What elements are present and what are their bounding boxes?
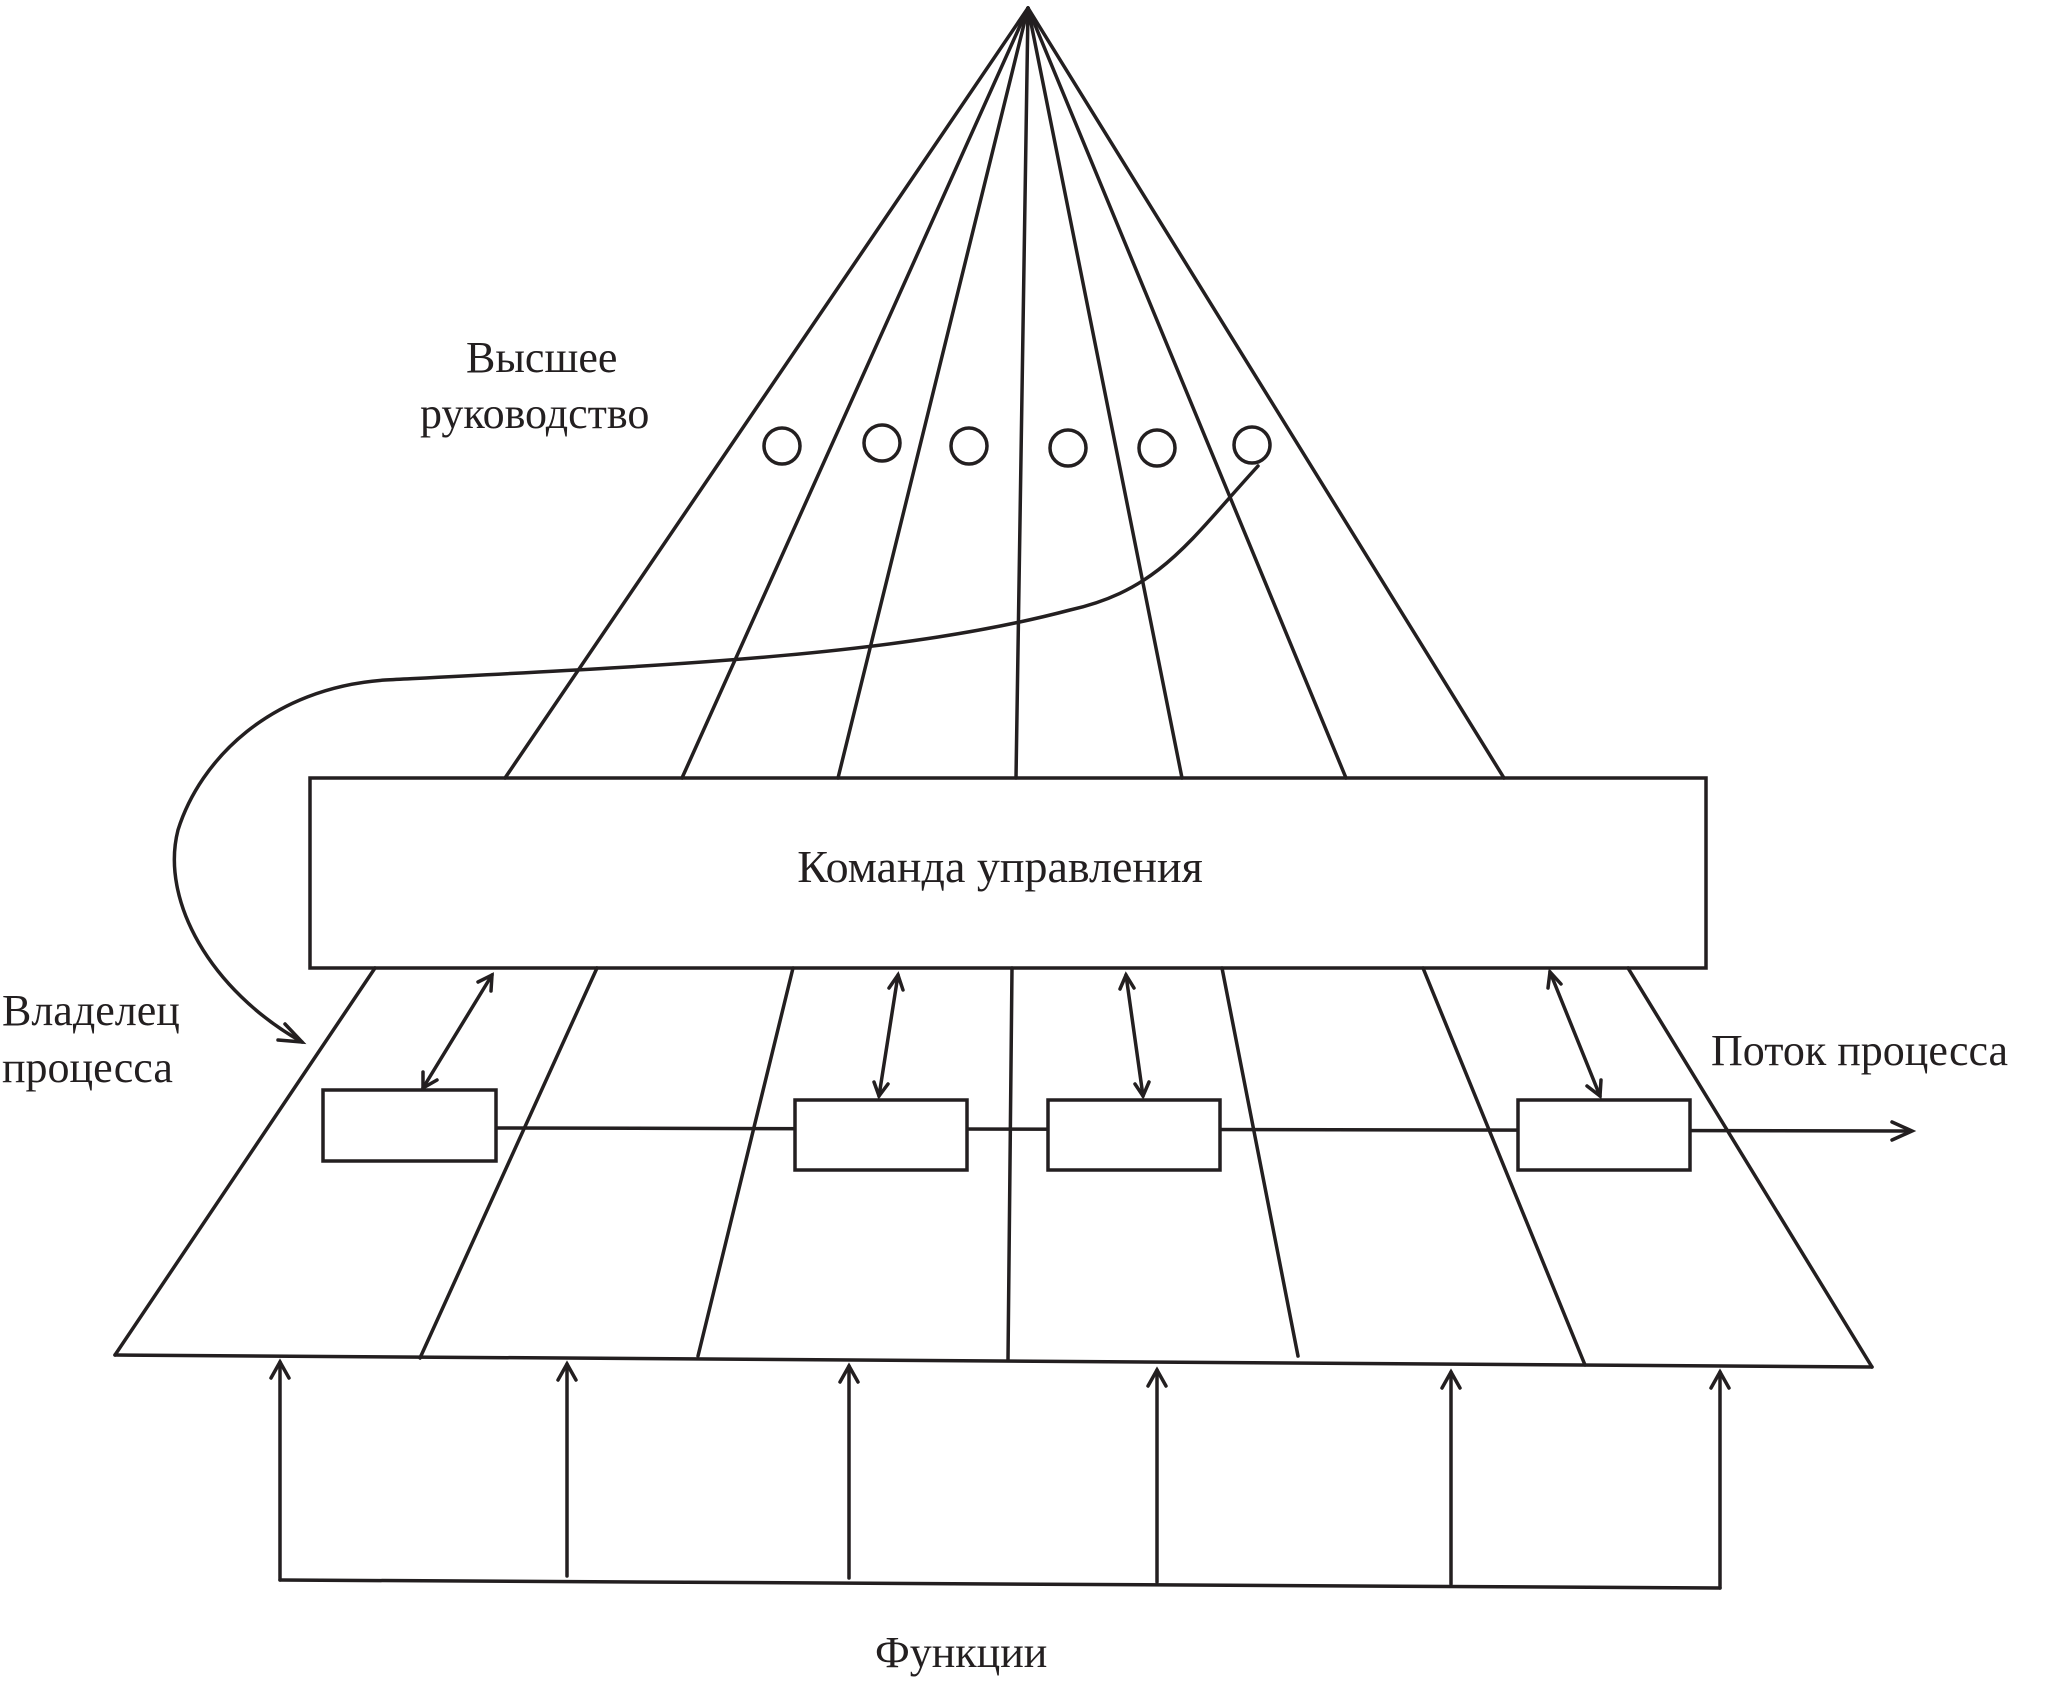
manager-circle-2 [862,423,902,463]
fan-line-1 [503,6,1030,780]
function-divider-3 [1006,966,1014,1362]
process-flow [321,1088,1917,1172]
fan-line-4 [1014,6,1030,780]
management-team-box [308,776,1708,970]
fan-line-6 [1026,6,1348,780]
function-divider-4 [1220,966,1300,1358]
coordination-arrow-3-head-bottom [1133,1080,1151,1100]
top-management-label-line2: руководство [420,389,649,438]
coordination-arrow-4-head-top [1546,968,1563,990]
top-management-fan [503,6,1506,780]
coordination-arrow-4 [1548,970,1602,1098]
coordination-arrow-3 [1124,973,1145,1098]
process-step-box-4 [1516,1098,1692,1172]
function-arrow-1-head [269,1358,291,1380]
fan-line-3 [836,6,1030,780]
fan-line-2 [680,6,1030,780]
process-step-box-2 [793,1098,969,1172]
manager-circle-6 [1232,425,1272,465]
functions-area [113,966,1874,1369]
diagram-labels: Высшее руководство Команда управления Вл… [2,333,2008,1677]
functions-label: Функции [875,1628,1047,1677]
fan-line-5 [1026,6,1184,780]
manager-circle-3 [949,426,989,466]
owner-curve-arrowhead [276,1022,307,1045]
process-owner-label-line2: процесса [2,1043,173,1092]
trapezoid-bottom-edge [113,1353,1874,1369]
top-management-label-line1: Высшее [466,333,617,382]
coordination-arrow-2-head-bottom [872,1080,890,1100]
owner-curve-line [172,464,1260,1044]
function-divider-1 [418,966,599,1360]
manager-circle-5 [1137,428,1177,468]
coordination-arrow-4-head-bottom [1585,1078,1603,1100]
coordination-arrows [421,968,1603,1100]
top-management-members [762,423,1272,468]
coordination-arrow-1-head-bottom [421,1070,439,1092]
coordination-arrow-3-head-top [1118,971,1136,991]
manager-circle-4 [1048,428,1088,468]
coordination-arrow-1-head-top [476,972,494,993]
function-arrow-3-head [838,1362,860,1384]
management-team-label: Команда управления [797,841,1203,892]
trapezoid-left-edge [113,966,377,1357]
functions-collector-line [278,1578,1722,1590]
process-flow-arrowhead [1890,1120,1917,1142]
function-arrow-4-head [1146,1366,1168,1388]
process-step-box-3 [1046,1098,1222,1172]
process-flow-label: Поток процесса [1711,1026,2008,1075]
trapezoid-right-edge [1626,966,1874,1369]
function-divider-2 [696,966,795,1358]
function-divider-5 [1421,966,1587,1367]
coordination-arrow-2 [877,973,900,1098]
process-owner-label-line1: Владелец [2,986,180,1035]
function-inputs [269,1358,1731,1590]
process-owner-curve [172,464,1260,1045]
function-arrow-5-head [1440,1368,1462,1390]
process-step-box-1 [321,1088,498,1163]
coordination-arrow-1 [421,973,494,1090]
manager-circle-1 [762,426,802,466]
function-arrow-2-head [556,1360,578,1382]
fan-line-7 [1026,6,1506,780]
coordination-arrow-2-head-top [887,971,905,992]
function-arrow-6-head [1709,1368,1731,1390]
